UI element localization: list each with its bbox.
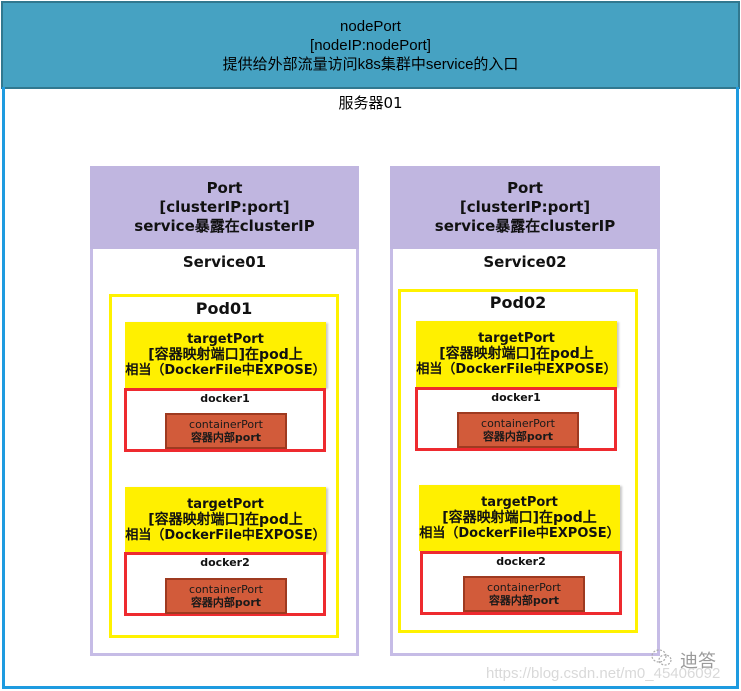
service-name: Service01 [182,253,267,271]
container-port-desc: 容器内部port [488,594,560,607]
service-name: Service02 [483,253,567,271]
pod-box [398,289,638,633]
target-port-title: targetPort [187,332,264,347]
container-port-box: containerPort 容器内部port [463,576,585,612]
pod-name: Pod01 [195,299,253,318]
container-port-box: containerPort 容器内部port [457,412,579,448]
wechat-icon [650,648,674,668]
target-port-box: targetPort [容器映射端口]在pod上 相当（DockerFile中E… [125,322,326,388]
target-port-box: targetPort [容器映射端口]在pod上 相当（DockerFile中E… [125,487,326,553]
port-description: service暴露在clusterIP [434,217,616,235]
server-box [2,87,739,689]
target-port-desc: [容器映射端口]在pod上 [442,510,597,526]
port-description: service暴露在clusterIP [134,217,315,235]
port-address: [clusterIP:port] [459,198,591,216]
target-port-box: targetPort [容器映射端口]在pod上 相当（DockerFile中E… [416,321,617,387]
container-port-box: containerPort 容器内部port [165,413,287,449]
service-port-header: Port [clusterIP:port] service暴露在clusterI… [90,166,359,249]
target-port-desc: [容器映射端口]在pod上 [439,346,594,362]
container-port-desc: 容器内部port [190,431,262,444]
container-port-desc: 容器内部port [482,430,554,443]
container-port-title: containerPort [487,581,561,594]
node-port-title: nodePort [340,17,401,35]
container-port-title: containerPort [481,417,555,430]
port-title: Port [507,179,543,197]
target-port-box: targetPort [容器映射端口]在pod上 相当（DockerFile中E… [419,485,620,551]
target-port-title: targetPort [187,497,264,512]
port-address: [clusterIP:port] [159,198,290,216]
target-port-desc: [容器映射端口]在pod上 [148,347,303,363]
node-port-description: 提供给外部流量访问k8s集群中service的入口 [222,55,519,73]
node-port-address: [nodeIP:nodePort] [310,36,431,54]
watermark-url: https://blog.csdn.net/m0_45406092 [486,665,721,682]
container-port-desc: 容器内部port [190,596,262,609]
container-port-title: containerPort [189,583,263,596]
target-port-title: targetPort [481,495,558,510]
port-title: Port [206,179,243,197]
watermark-brand: 迪答 [680,651,716,671]
docker-name: docker2 [200,556,250,569]
node-port-header: nodePort [nodeIP:nodePort] 提供给外部流量访问k8s集… [1,1,740,89]
target-port-title: targetPort [478,331,555,346]
pod-name: Pod02 [489,293,547,312]
server-label: 服务器01 [338,94,403,112]
container-port-title: containerPort [189,418,263,431]
docker-name: docker1 [491,391,541,404]
target-port-expose: 相当（DockerFile中EXPOSE） [125,528,326,543]
pod-box [109,294,339,638]
target-port-expose: 相当（DockerFile中EXPOSE） [419,526,620,541]
docker-name: docker1 [200,392,250,405]
target-port-expose: 相当（DockerFile中EXPOSE） [416,362,617,377]
target-port-desc: [容器映射端口]在pod上 [148,512,303,528]
service-port-header: Port [clusterIP:port] service暴露在clusterI… [390,166,660,249]
target-port-expose: 相当（DockerFile中EXPOSE） [125,363,326,378]
docker-name: docker2 [496,555,546,568]
container-port-box: containerPort 容器内部port [165,578,287,614]
